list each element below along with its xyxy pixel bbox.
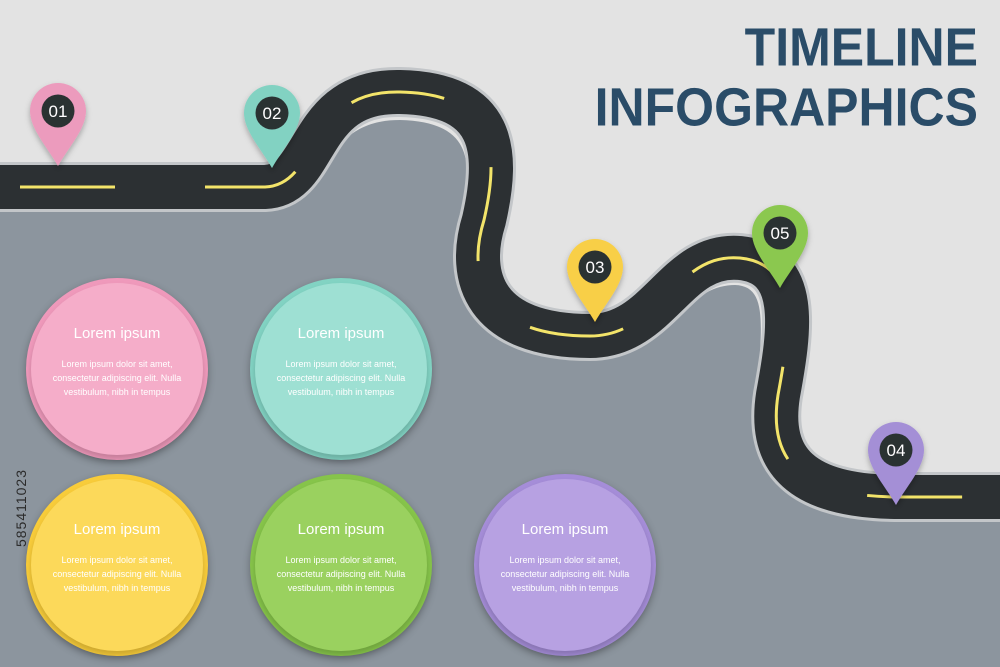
pin-label: 04 xyxy=(887,441,906,460)
card-text: Lorem ipsum dolor sit amet, consectetur … xyxy=(500,555,630,593)
card-inner: Lorem ipsum Lorem ipsum dolor sit amet, … xyxy=(255,479,427,651)
card-title: Lorem ipsum xyxy=(73,325,161,342)
title-line-1: TIMELINE xyxy=(744,16,978,78)
ground-area xyxy=(0,120,1000,667)
pin-label: 01 xyxy=(49,102,68,121)
pins-group: 01 02 03 04 05 xyxy=(30,83,924,505)
card-circle-purple: Lorem ipsum Lorem ipsum dolor sit amet, … xyxy=(474,474,656,656)
title-line-2: INFOGRAPHICS xyxy=(594,76,978,138)
card-text: Lorem ipsum dolor sit amet, consectetur … xyxy=(52,555,182,593)
location-pin-02: 02 xyxy=(244,85,300,168)
pin-label: 02 xyxy=(263,104,282,123)
location-pin-01: 01 xyxy=(30,83,86,166)
card-circle-yellow: Lorem ipsum Lorem ipsum dolor sit amet, … xyxy=(26,474,208,656)
card-inner: Lorem ipsum Lorem ipsum dolor sit amet, … xyxy=(255,283,427,455)
card-text: Lorem ipsum dolor sit amet, consectetur … xyxy=(276,555,406,593)
location-pin-04: 04 xyxy=(867,421,924,505)
location-pin-05: 05 xyxy=(752,205,808,288)
pin-center xyxy=(578,250,612,284)
card-circle-teal: Lorem ipsum Lorem ipsum dolor sit amet, … xyxy=(250,278,432,460)
pin-label: 03 xyxy=(586,258,605,277)
card-title: Lorem ipsum xyxy=(521,521,609,538)
location-pin-03: 03 xyxy=(567,239,623,322)
pin-center xyxy=(763,216,797,250)
card-circle-green: Lorem ipsum Lorem ipsum dolor sit amet, … xyxy=(250,474,432,656)
pin-label: 05 xyxy=(771,224,790,243)
card-inner: Lorem ipsum Lorem ipsum dolor sit amet, … xyxy=(31,479,203,651)
card-inner: Lorem ipsum Lorem ipsum dolor sit amet, … xyxy=(479,479,651,651)
card-inner: Lorem ipsum Lorem ipsum dolor sit amet, … xyxy=(31,283,203,455)
pin-center xyxy=(255,96,289,130)
card-circle-pink: Lorem ipsum Lorem ipsum dolor sit amet, … xyxy=(26,278,208,460)
card-title: Lorem ipsum xyxy=(297,325,385,342)
pin-center xyxy=(41,94,75,128)
card-title: Lorem ipsum xyxy=(73,521,161,538)
card-text: Lorem ipsum dolor sit amet, consectetur … xyxy=(276,359,406,397)
pin-center xyxy=(879,433,913,467)
card-title: Lorem ipsum xyxy=(297,521,385,538)
card-text: Lorem ipsum dolor sit amet, consectetur … xyxy=(52,359,182,397)
